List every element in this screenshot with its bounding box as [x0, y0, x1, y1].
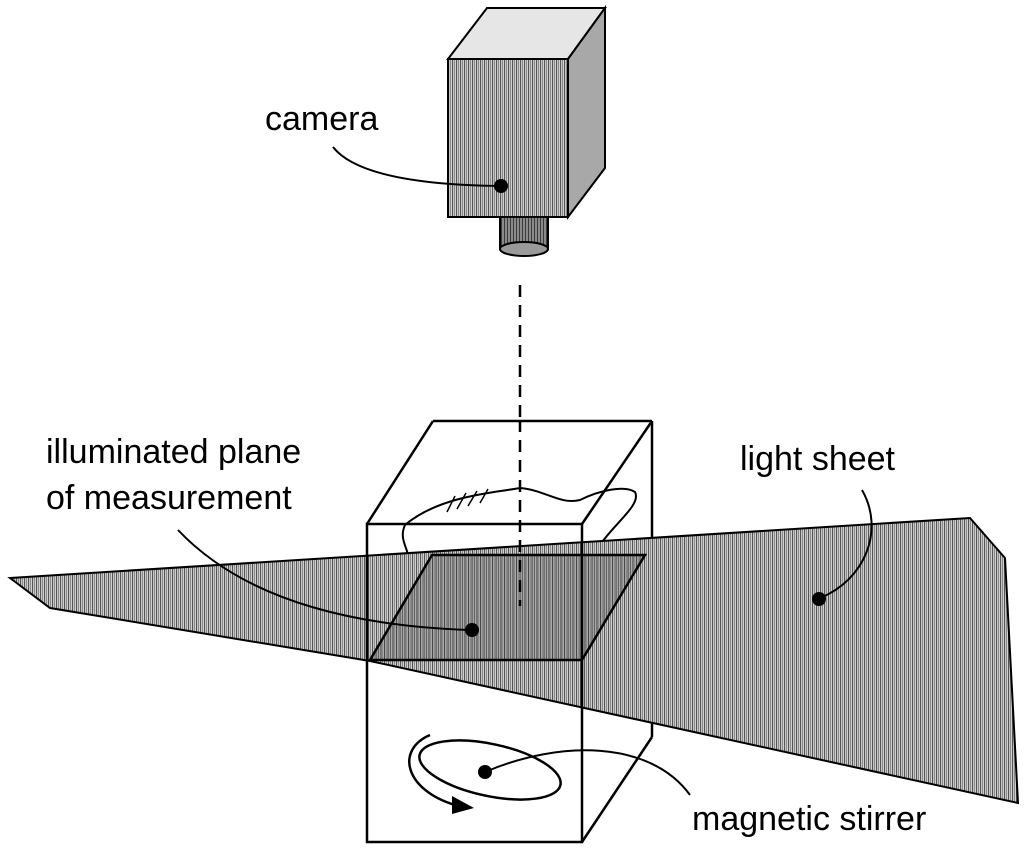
camera-lens-rim [499, 241, 549, 257]
stirrer-arrow-head [452, 796, 474, 814]
plane-label-line1: illuminated plane [46, 433, 301, 471]
stirrer-leader-line [484, 749, 691, 796]
camera [445, 4, 607, 257]
stirrer-arrow-arc [408, 733, 456, 807]
camera-leader-dot [494, 179, 508, 193]
plane-leader-dot [465, 623, 479, 637]
stirrer-motion [408, 733, 562, 814]
stirrer-label: magnetic stirrer [692, 800, 926, 838]
camera-label: camera [265, 100, 378, 138]
light-sheet-label: light sheet [740, 440, 896, 478]
camera-front-face [447, 58, 569, 218]
light-sheet-leader-line [819, 489, 873, 599]
stirrer-leader-dot [478, 765, 492, 779]
container-front [365, 420, 654, 844]
camera-leader-line [332, 146, 501, 187]
light-sheet-leader-dot [812, 592, 826, 606]
plane-leader-line [177, 529, 471, 631]
fluid-surface-hatch [446, 488, 489, 513]
plane-label-line2: of measurement [46, 479, 292, 517]
stirrer-ellipse [418, 739, 562, 801]
